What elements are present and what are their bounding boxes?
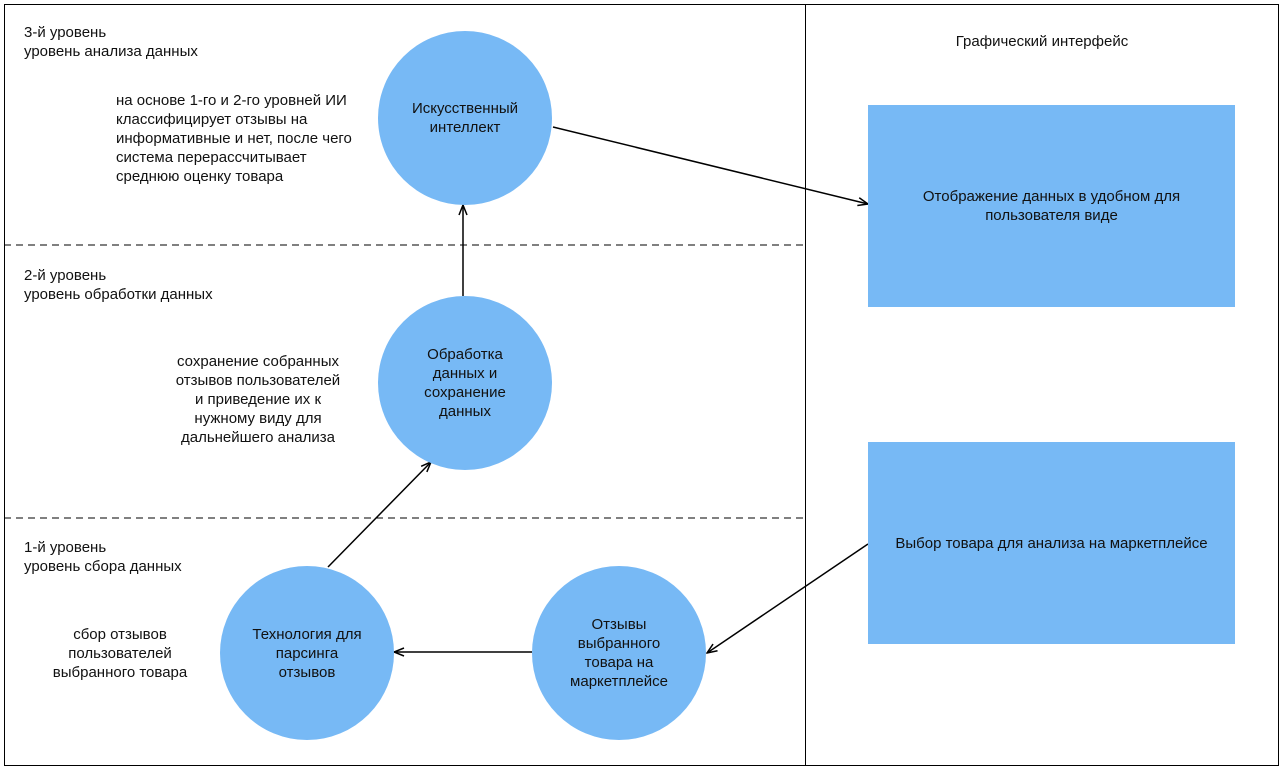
arrow-ai-to-display xyxy=(552,126,868,204)
gui-title: Графический интерфейс xyxy=(955,33,1129,50)
ai-node: Искусственный интеллект xyxy=(378,31,552,205)
display-box: Отображение данных в удобном для пользов… xyxy=(868,105,1235,307)
level2-title: 2-й уровень уровень обработки данных xyxy=(24,267,213,303)
reviews-node: Отзывы выбранного товара на маркетплейсе xyxy=(532,566,706,740)
processing-node: Обработка данных и сохранение данных xyxy=(378,296,552,470)
select-box: Выбор товара для анализа на маркетплейсе xyxy=(868,442,1235,644)
level1-note: сбор отзывов пользователей выбранного то… xyxy=(52,626,188,681)
level2-note: сохранение собранных отзывов пользовател… xyxy=(175,353,341,446)
level3-title: 3-й уровень уровень анализа данных xyxy=(24,24,198,60)
arrow-parsing-to-processing xyxy=(327,462,431,568)
parsing-node: Технология для парсинга отзывов xyxy=(220,566,394,740)
level1-title: 1-й уровень уровень сбора данных xyxy=(24,539,182,575)
arrow-select-to-reviews xyxy=(707,543,869,653)
right-panel xyxy=(805,4,1279,766)
level3-note: на основе 1-го и 2-го уровней ИИ классиф… xyxy=(116,92,352,185)
